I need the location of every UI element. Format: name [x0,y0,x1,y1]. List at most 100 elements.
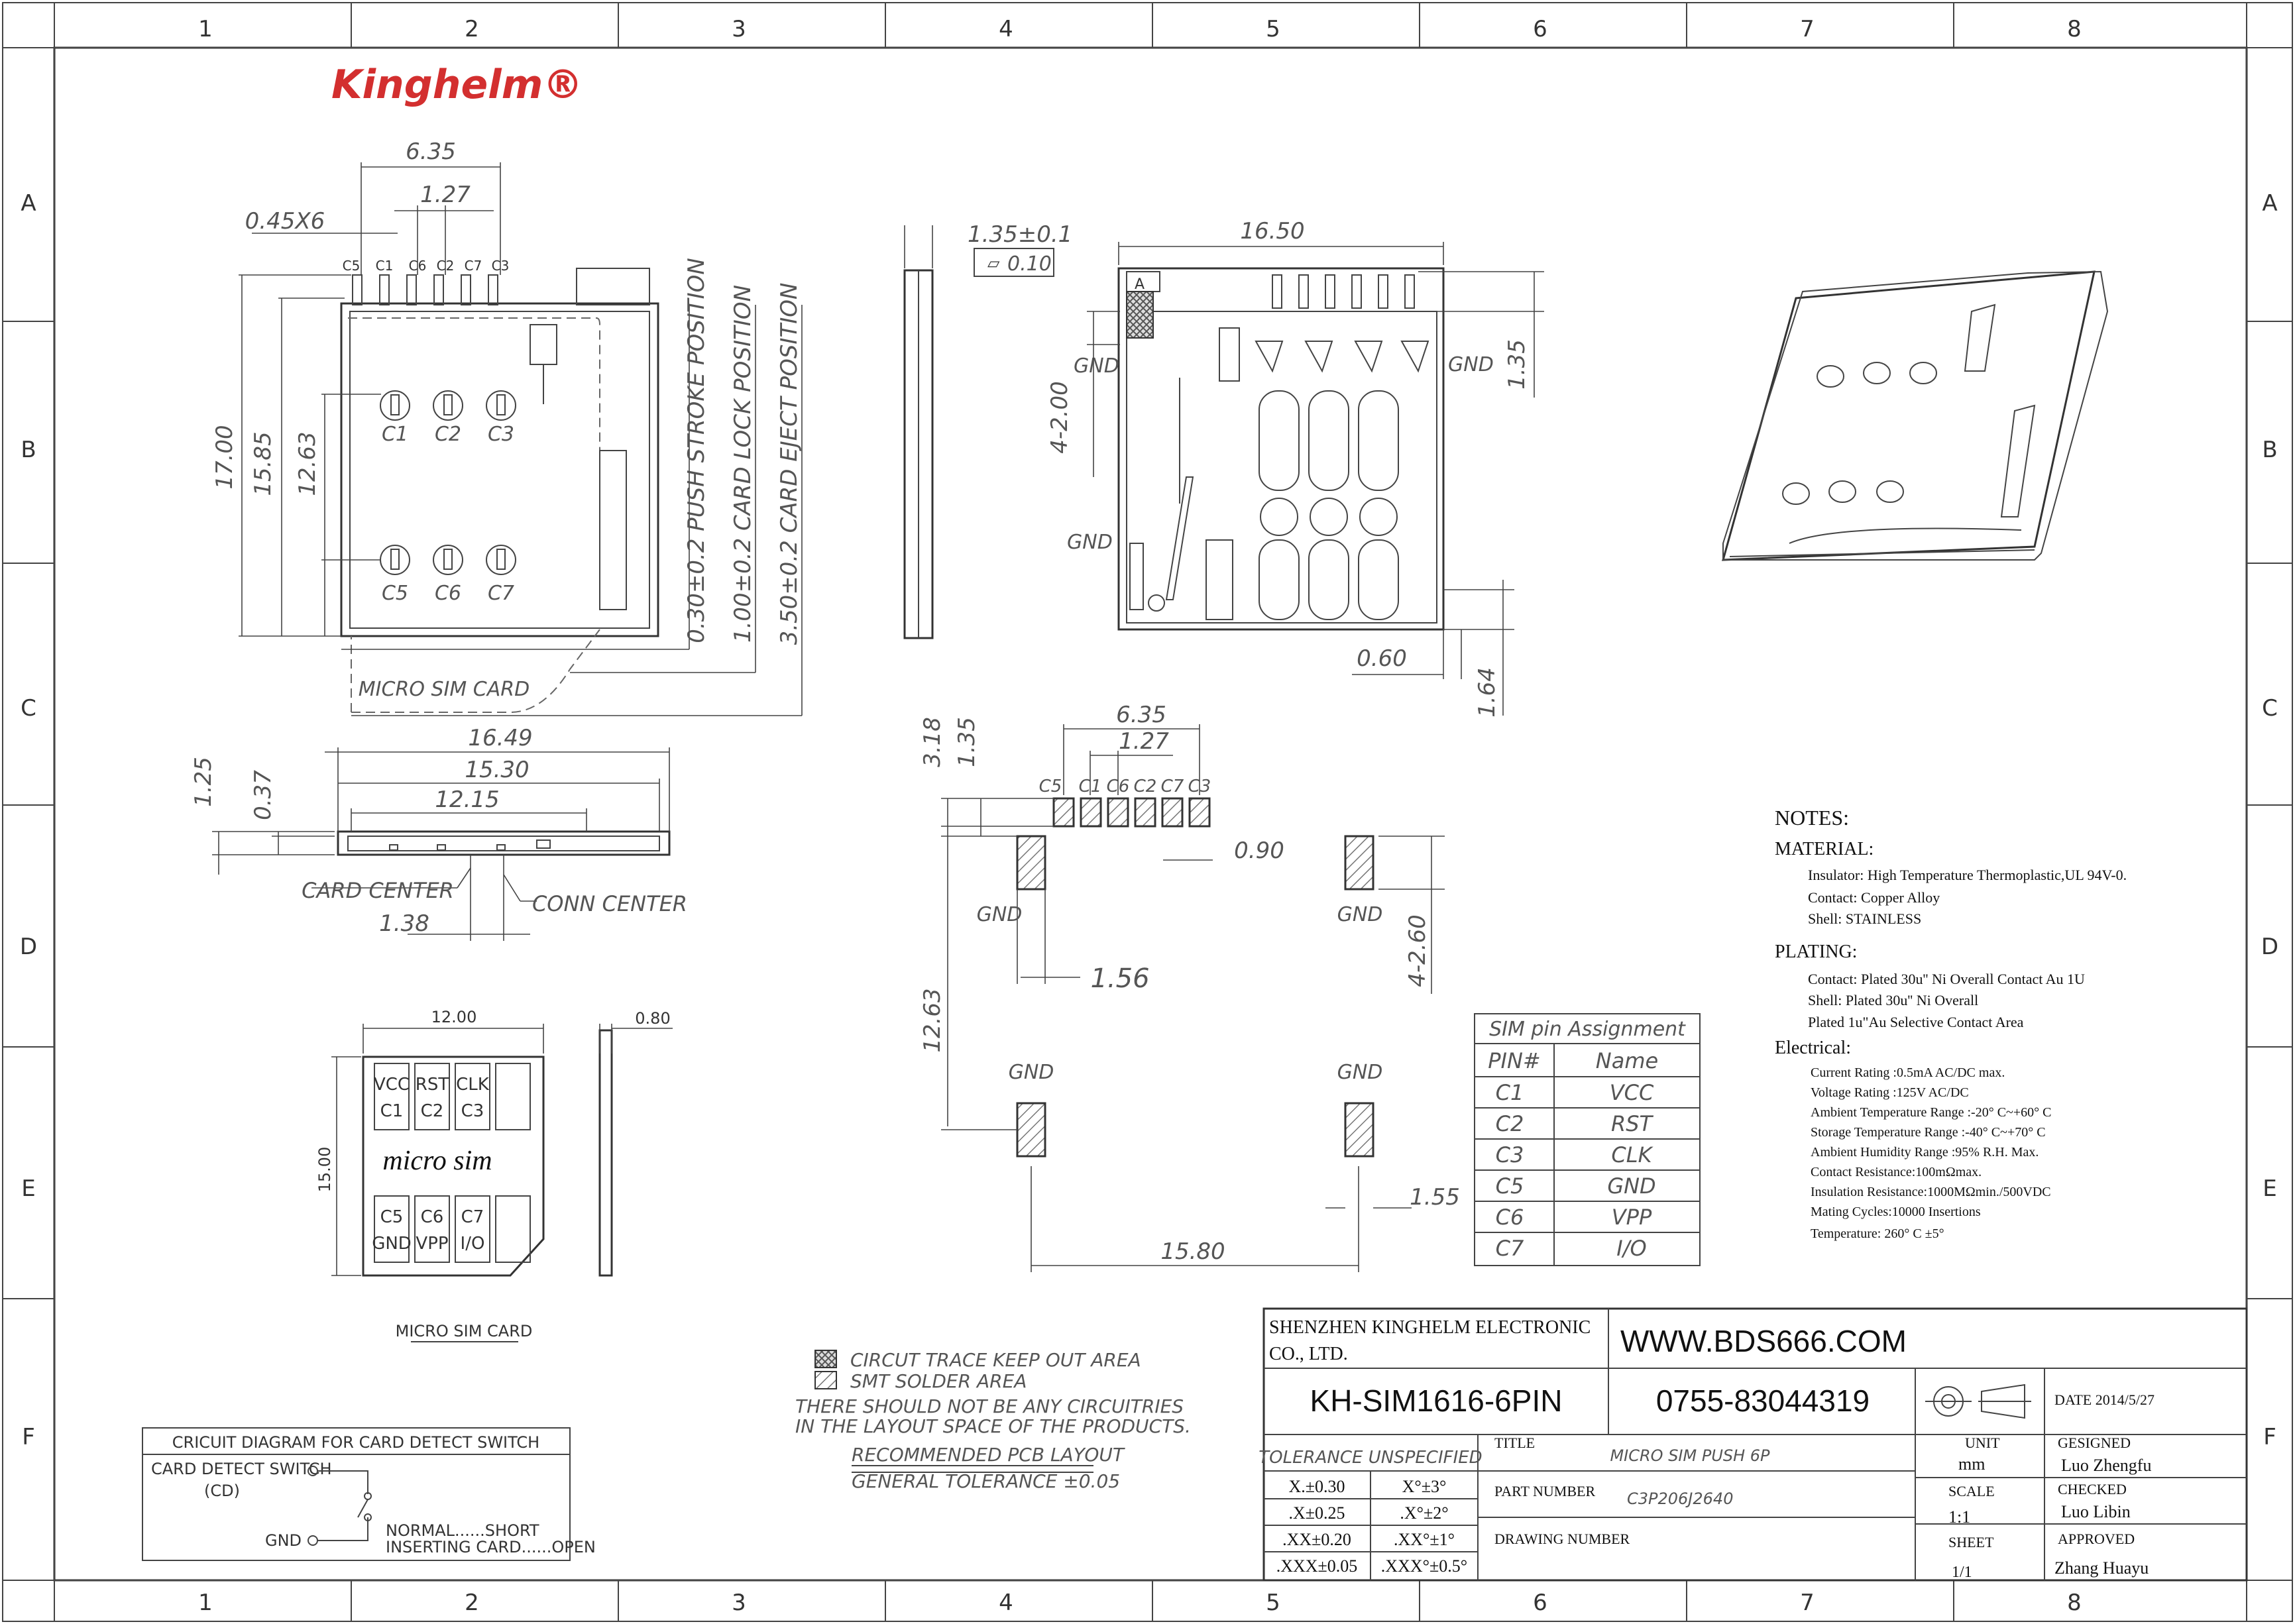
general-tolerance: GENERAL TOLERANCE ±0.05 [852,1470,1120,1492]
cd-label: (CD) [204,1482,240,1500]
side-view: 1.35±0.1 ⏥ 0.10 [903,221,1072,639]
keep-out-swatch [814,1350,837,1368]
notes: NOTES: MATERIAL: Insulator: High Tempera… [1775,806,2127,1241]
plating-line-1: Contact: Plated 30u'' Ni Overall Contact… [1808,971,2085,987]
sim-contact-c6: C6 [421,1207,444,1227]
tolerance-linear-1: .X±0.25 [1288,1503,1345,1523]
gnd-label-left-bottom: GND [1067,531,1113,554]
row-marker-e: E [21,1175,35,1202]
col-marker-1-bottom: 1 [198,1590,213,1616]
material-line-3: Shell: STAINLESS [1808,910,1921,927]
pin-table-header-pin: PIN# [1488,1048,1540,1073]
title-block: SHENZHEN KINGHELM ELECTRONIC CO., LTD. W… [1259,1307,2248,1582]
electrical-line-2: Voltage Rating :125V AC/DC [1811,1085,1969,1100]
drawing-number-label: DRAWING NUMBER [1494,1531,1630,1547]
pcb-gnd-top-right: GND [1337,903,1383,926]
contact-label-c5: C5 [382,582,408,605]
sim-contact-c2: C2 [421,1101,444,1121]
inserting-card-open-label: INSERTING CARD......OPEN [386,1538,596,1556]
sheet-label: SHEET [1948,1534,1994,1550]
electrical-line-8: Mating Cycles:10000 Insertions [1811,1205,1981,1219]
pcb-pin-c2: C2 [1134,777,1157,796]
contact-label-c1: C1 [382,423,408,446]
dim-1-27-top: 1.27 [420,182,471,208]
recommended-pcb-layout-title: RECOMMENDED PCB LAYOUT [852,1444,1125,1466]
row-marker-d: D [20,934,37,960]
dim-15-85: 15.85 [250,431,276,496]
col-marker-5: 5 [1266,16,1280,42]
micro-sim-card-caption: MICRO SIM CARD [396,1322,533,1340]
pcb-dim-1-56: 1.56 [1090,963,1149,994]
pcb-gnd-bottom-right: GND [1337,1061,1383,1084]
col-marker-2: 2 [465,16,479,42]
row-marker-c: C [21,695,36,722]
dim-1-64: 1.64 [1474,667,1500,718]
circuit-gnd-label: GND [265,1531,302,1550]
electrical-line-4: Storage Temperature Range :-40° C~+70° C [1811,1125,2046,1140]
material-heading: MATERIAL: [1775,839,1874,859]
col-marker-3: 3 [732,16,746,42]
sim-card-drawing: VCC C1 RST C2 CLK C3 C5 GND C6 VPP C7 I/… [315,1008,673,1342]
sim-width-12-00: 12.00 [431,1008,477,1026]
unit-value: mm [1958,1454,1985,1474]
pcb-gnd-bottom-left: GND [1009,1061,1054,1084]
dim-4-2-00: 4-2.00 [1046,381,1073,454]
sim-contact-c7: C7 [461,1207,484,1227]
electrical-line-6: Contact Resistance:100mΩmax. [1811,1165,1982,1179]
material-line-2: Contact: Copper Alloy [1808,889,1940,906]
electrical-line-3: Ambient Temperature Range :-20° C~+60° C [1811,1105,2051,1120]
electrical-heading: Electrical: [1775,1038,1851,1058]
scale-label: SCALE [1948,1483,1995,1499]
pcb-layout: C5 C1 C6 C2 C7 C3 6.35 1.2 [795,702,1460,1492]
sim-thickness-0-80: 0.80 [635,1009,670,1028]
isometric-view [1722,270,2109,561]
col-marker-8: 8 [2067,16,2082,42]
plating-line-3: Plated 1u"Au Selective Contact Area [1808,1014,2024,1030]
pcb-dim-1-55: 1.55 [1410,1184,1460,1211]
col-marker-8-bottom: 8 [2067,1590,2082,1616]
dim-thickness-1-35: 1.35±0.1 [968,221,1072,248]
contact-label-c3: C3 [488,423,514,446]
pcb-dim-15-80: 15.80 [1160,1238,1225,1265]
col-marker-3-bottom: 3 [732,1590,746,1616]
pin-label-c1: C1 [376,258,394,274]
pin-label-c7: C7 [465,258,482,274]
gnd-label-right: GND [1448,353,1494,376]
circuit-title: CRICUIT DIAGRAM FOR CARD DETECT SWITCH [172,1433,539,1452]
table-row: GND [1607,1173,1655,1199]
sim-pin-assignment-table: SIM pin Assignment PIN# Name C1 VCC C2 R… [1474,1013,1701,1266]
title-label: TITLE [1494,1435,1535,1451]
flatness-symbol: ⏥ [987,254,1000,272]
table-row: C5 [1496,1173,1524,1199]
part-number-value: C3P206J2640 [1627,1489,1733,1508]
pcb-dim-3-18: 3.18 [919,717,946,767]
top-view: C5 C1 C6 C2 C7 C3 C1 C2 C3 C5 C6 C7 MICR… [211,138,803,716]
drawing-date: DATE 2014/5/27 [2054,1391,2155,1408]
pcb-dim-4-2-60: 4-2.60 [1404,914,1431,987]
col-marker-6: 6 [1533,16,1547,42]
pcb-dim-0-90: 0.90 [1234,838,1284,864]
row-marker-b-right: B [2262,437,2277,463]
pcb-dim-1-35: 1.35 [954,717,980,767]
row-marker-f: F [22,1424,35,1450]
table-row: C1 [1496,1080,1524,1105]
dim-1-38: 1.38 [379,910,429,937]
electrical-line-1: Current Rating :0.5mA AC/DC max. [1811,1065,2005,1080]
table-row: C7 [1496,1236,1524,1261]
dim-1-25: 1.25 [190,757,217,807]
table-row: I/O [1616,1236,1646,1261]
pcb-pin-c5: C5 [1039,777,1062,796]
pin-table-title: SIM pin Assignment [1489,1018,1686,1041]
tolerance-title: TOLERANCE UNSPECIFIED [1259,1448,1482,1468]
tolerance-linear-0: X.±0.30 [1288,1477,1345,1496]
sim-contact-rst: RST [416,1075,449,1095]
unit-label: UNIT [1965,1435,2000,1451]
sim-contact-c5: C5 [380,1207,404,1227]
phone-number: 0755-83044319 [1656,1383,1870,1418]
col-marker-7-bottom: 7 [1800,1590,1815,1616]
normal-short-label: NORMAL......SHORT [386,1521,539,1540]
notes-heading: NOTES: [1775,806,1849,830]
tolerance-linear-2: .XX±0.20 [1282,1530,1351,1549]
row-marker-a: A [21,190,36,217]
card-center-label: CARD CENTER [302,878,454,903]
